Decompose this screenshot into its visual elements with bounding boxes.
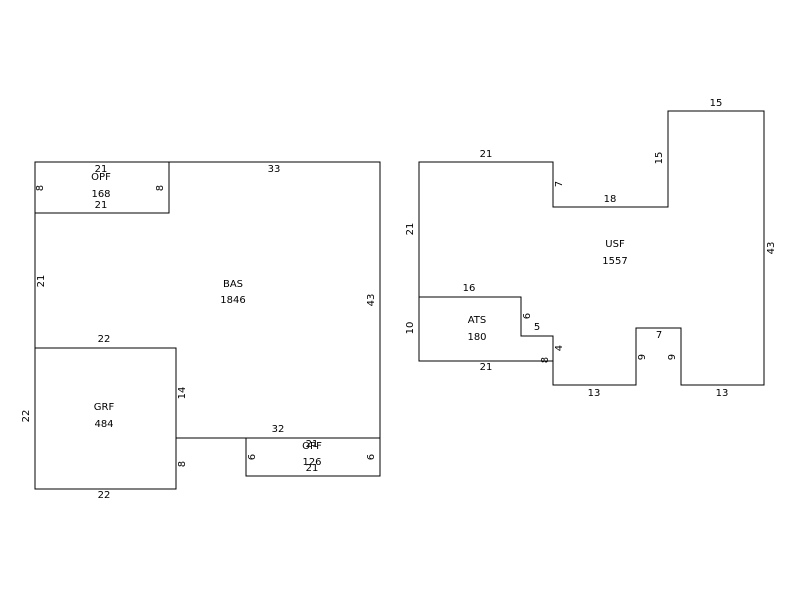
dim-grf-top: 22: [98, 334, 111, 345]
dim-bas-top: 33: [268, 164, 281, 175]
dim-opf-top-bottom: 21: [95, 200, 108, 211]
dim-usf-notch-top: 7: [656, 330, 662, 341]
usf-outline: [418, 110, 765, 386]
dim-bas-right: 43: [366, 294, 377, 307]
dim-bas-step: 32: [272, 424, 285, 435]
dim-opf-top-top: 21: [95, 164, 108, 175]
dim-opf-bottom-top: 21: [306, 439, 319, 450]
dim-grf-left: 22: [21, 410, 32, 423]
opf-top-code-label: OPF: [91, 172, 111, 183]
bas-code-label: BAS: [223, 279, 243, 290]
dim-usf-step-down: 7: [554, 181, 565, 187]
bas-outline: [34, 161, 381, 439]
dim-opf-bottom-left: 6: [247, 454, 258, 460]
dim-usf-top-left: 21: [480, 149, 493, 160]
dim-opf-bottom-bottom: 21: [306, 463, 319, 474]
dim-usf-bottom-right: 13: [716, 388, 729, 399]
dim-ats-lower: 4: [554, 345, 565, 351]
dim-ats-bottom: 21: [480, 362, 493, 373]
dim-grf-right: 8: [177, 461, 188, 467]
dim-ats-left: 10: [405, 322, 416, 335]
dim-usf-tower-top: 15: [710, 98, 723, 109]
usf-area-label: 1557: [602, 256, 627, 267]
dim-usf-notch-left: 9: [637, 354, 648, 360]
ats-outline: [418, 296, 554, 362]
dim-grf-bottom: 22: [98, 490, 111, 501]
ats-area-label: 180: [467, 332, 486, 343]
dim-opf-bottom-right: 6: [366, 454, 377, 460]
bas-area-label: 1846: [220, 295, 245, 306]
dim-usf-notch-right: 9: [667, 354, 678, 360]
dim-opf-top-left: 8: [35, 185, 46, 191]
ats-code-label: ATS: [468, 315, 487, 326]
dim-usf-tower-side: 15: [654, 152, 665, 165]
dim-usf-bottom-left: 13: [588, 388, 601, 399]
dim-bas-left: 21: [36, 275, 47, 288]
dim-ats-step: 5: [534, 322, 540, 333]
dim-ats-top: 16: [463, 283, 476, 294]
grf-area-label: 484: [94, 419, 113, 430]
dim-ats-right: 6: [522, 313, 533, 319]
dim-usf-left: 21: [405, 223, 416, 236]
opf-porch-bottom-outline: [245, 437, 381, 477]
grf-garage-outline: [34, 347, 177, 490]
usf-code-label: USF: [605, 239, 625, 250]
dim-usf-ledge: 18: [604, 194, 617, 205]
opf-bottom-area-label: 126: [302, 457, 321, 468]
left-structure: BAS 1846 OPF 168 GRF 484 OPF 126 33 43 2…: [21, 161, 381, 501]
dim-bas-inner: 14: [177, 387, 188, 400]
dim-opf-top-right: 8: [155, 185, 166, 191]
grf-code-label: GRF: [94, 402, 115, 413]
opf-top-area-label: 168: [91, 189, 110, 200]
opf-porch-top-outline: [34, 161, 170, 214]
dim-usf-right: 43: [766, 242, 777, 255]
right-structure: USF 1557 ATS 180 21 21 7 18 15 15 43 13 …: [405, 98, 777, 399]
dim-ats-corner: 8: [540, 357, 551, 363]
opf-bottom-code-label: OPF: [302, 441, 322, 452]
